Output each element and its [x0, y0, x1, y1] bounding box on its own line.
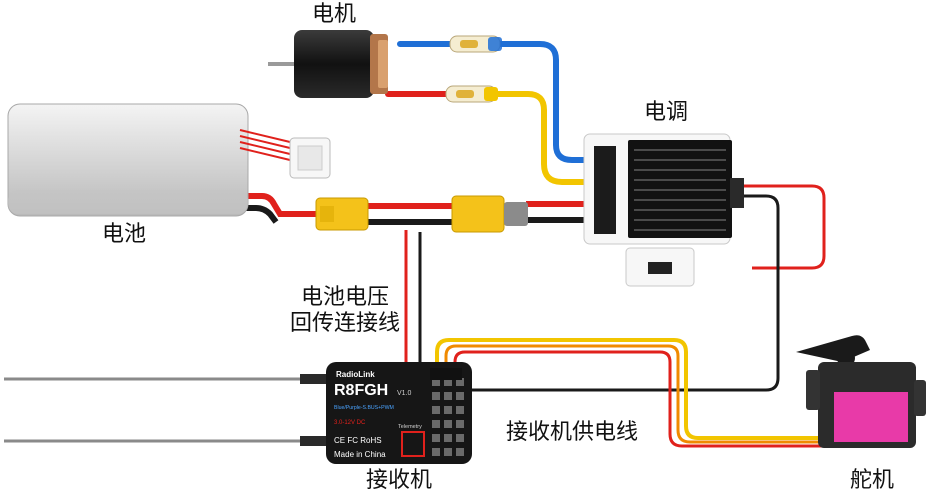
receiver-telemetry: Telemetry — [398, 424, 422, 430]
motor-label: 电机 — [312, 2, 357, 27]
receiver-model: R8FGH — [334, 382, 388, 399]
receiver-brand: RadioLink — [336, 370, 375, 379]
servo-label: 舵机 — [850, 468, 895, 493]
motor — [268, 30, 388, 98]
motor-bullet-connector-blue — [449, 35, 502, 53]
receiver-version: V1.0 — [397, 390, 412, 397]
receiver-power-label: 接收机供电线 — [506, 420, 639, 445]
battery-label: 电池 — [102, 222, 147, 247]
servo-orange-wire — [444, 344, 836, 444]
battery-black-lead — [238, 205, 279, 224]
receiver-signal: Blue/Purple-S.BUS+PWM — [334, 405, 394, 411]
battery-red-lead — [238, 193, 320, 217]
servo — [796, 335, 926, 448]
servo-red-wire — [453, 350, 836, 448]
esc-signal-cable-red — [742, 184, 826, 270]
motor-yellow-wire — [495, 91, 635, 185]
esc — [583, 133, 744, 287]
servo-yellow-wire — [435, 338, 836, 440]
receiver-certs: CE FC RoHS — [334, 436, 382, 445]
esc-signal-cable-black — [466, 194, 780, 392]
battery — [7, 103, 331, 217]
receiver: RadioLink R8FGH V1.0 Blue/Purple-S.BUS+P… — [326, 362, 472, 464]
receiver-label: 接收机 — [366, 468, 433, 493]
xt60-connector-esc — [451, 195, 528, 233]
xt60-connector-battery — [315, 197, 369, 231]
motor-blue-wire — [397, 41, 635, 163]
receiver-origin: Made in China — [334, 450, 386, 459]
voltage-return-label-line1: 电池电压 — [301, 285, 390, 310]
receiver-antenna-bottom — [4, 436, 330, 446]
esc-label: 电调 — [644, 100, 689, 125]
motor-bullet-connector-red — [445, 85, 498, 103]
servo-plug — [430, 368, 462, 380]
voltage-return-label-line2: 回传连接线 — [290, 311, 401, 336]
receiver-voltage: 3.0-12V DC — [334, 420, 366, 426]
receiver-antenna-top — [4, 374, 330, 384]
voltage-return-label: 电池电压 回传连接线 — [290, 285, 400, 337]
